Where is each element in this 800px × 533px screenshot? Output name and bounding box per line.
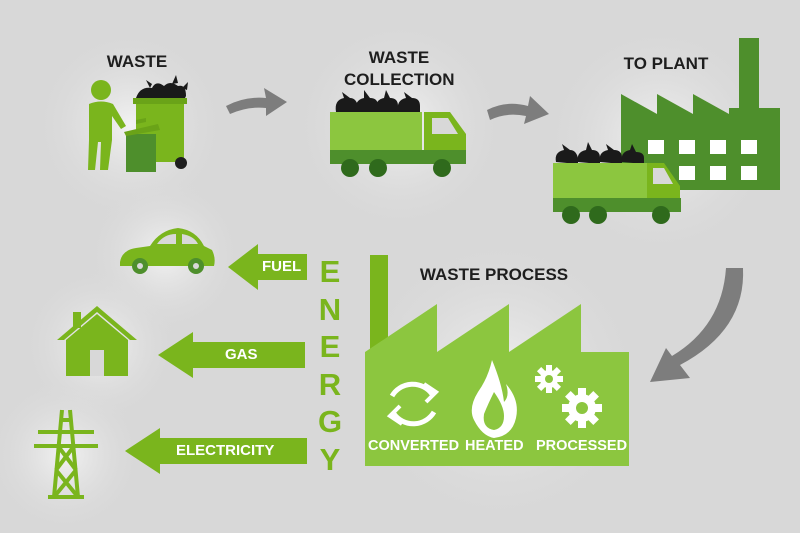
flow-arrow-3 <box>650 268 744 382</box>
output-fuel-label: FUEL <box>262 258 302 275</box>
energy-letter: G <box>317 404 343 439</box>
person-with-trash-bin-icon <box>88 75 188 172</box>
output-electricity-label: ELECTRICITY <box>176 442 275 459</box>
energy-letter: E <box>319 254 341 289</box>
car-icon <box>120 228 215 274</box>
output-gas-label: GAS <box>225 346 258 363</box>
gears-icon <box>535 365 602 428</box>
energy-letter: N <box>318 291 342 327</box>
stage-converted-label: CONVERTED <box>368 438 460 454</box>
gas-arrow <box>158 332 305 378</box>
energy-letter: R <box>318 366 342 402</box>
stage-processed-label: PROCESSED <box>536 438 628 454</box>
step-to-plant-label: TO PLANT <box>623 54 709 73</box>
step-process-label: WASTE PROCESS <box>419 265 569 284</box>
flame-icon <box>471 360 517 438</box>
fuel-arrow <box>228 244 307 290</box>
energy-letter: Y <box>319 441 341 477</box>
flow-arrow-1 <box>226 88 287 116</box>
energy-vertical-label: E N E R G Y <box>312 253 348 478</box>
step-waste-label: WASTE <box>106 52 168 71</box>
step-collection-label-line2: COLLECTION <box>344 70 455 89</box>
electricity-arrow <box>125 428 307 474</box>
house-icon <box>57 306 137 376</box>
flow-arrow-2 <box>487 96 549 124</box>
garbage-truck-icon <box>330 90 466 177</box>
recycle-arrows-icon <box>386 381 440 427</box>
power-tower-icon <box>34 409 98 499</box>
factory-with-truck-icon <box>553 38 780 224</box>
energy-letter: E <box>319 329 341 364</box>
step-collection-label-line1: WASTE <box>368 48 430 67</box>
stage-heated-label: HEATED <box>465 438 524 454</box>
